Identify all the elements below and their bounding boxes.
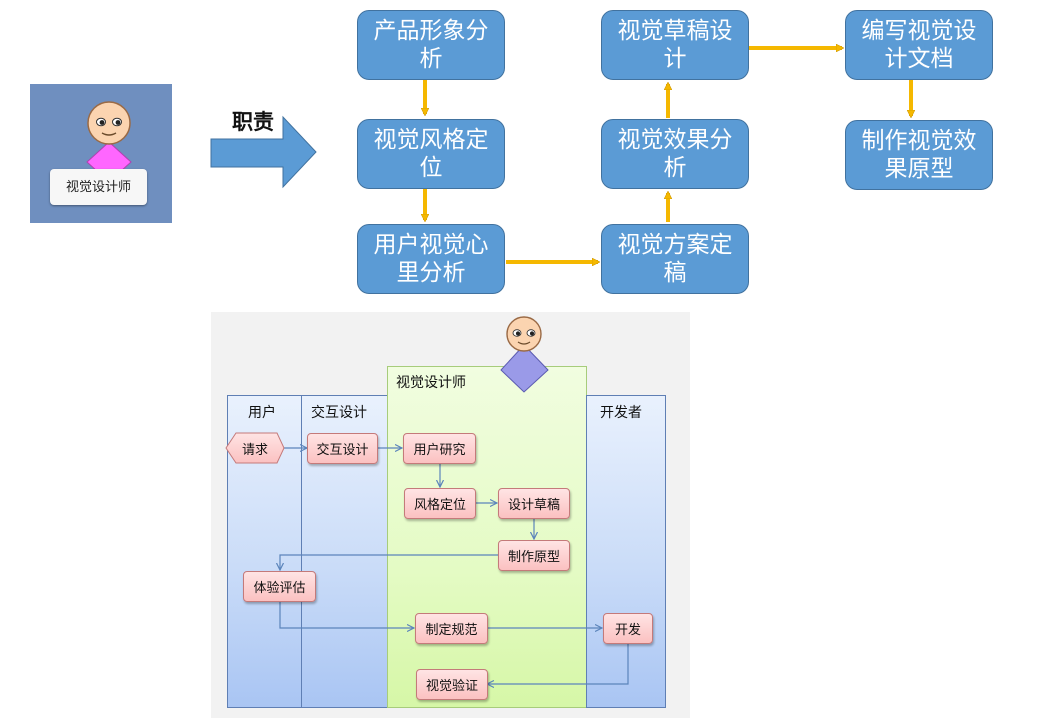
designer-name-label: 视觉设计师 (50, 169, 147, 205)
flow-box-brand-image: 产品形象分析 (357, 10, 505, 80)
node-request: 请求 (241, 442, 268, 458)
node-style-positioning: 风格定位 (404, 488, 476, 519)
flow-box-style-positioning: 视觉风格定位 (357, 119, 505, 189)
node-visual-verify: 视觉验证 (416, 669, 488, 700)
node-user-research: 用户研究 (403, 433, 476, 464)
node-design-draft: 设计草稿 (498, 488, 570, 519)
flow-box-user-psychology: 用户视觉心里分析 (357, 224, 505, 294)
lane-title-interaction: 交互设计 (311, 405, 367, 421)
lane-title-visual: 视觉设计师 (396, 375, 466, 391)
responsibility-label: 职责 (232, 109, 274, 134)
lane-title-user: 用户 (248, 405, 276, 421)
flow-box-draft-design: 视觉草稿设计 (601, 10, 749, 80)
lane-visual (387, 366, 587, 708)
designer-card: 视觉设计师 (30, 84, 172, 223)
flow-box-effect-analysis: 视觉效果分析 (601, 119, 749, 189)
node-experience-eval: 体验评估 (243, 571, 316, 602)
node-make-prototype: 制作原型 (498, 540, 570, 571)
node-develop: 开发 (603, 613, 653, 644)
lane-developer (586, 395, 666, 708)
lane-title-developer: 开发者 (600, 405, 642, 421)
flow-box-plan-finalize: 视觉方案定稿 (601, 224, 749, 294)
flow-box-write-docs: 编写视觉设计文档 (845, 10, 993, 80)
flow-box-make-prototype: 制作视觉效果原型 (845, 120, 993, 190)
node-interaction-design: 交互设计 (307, 433, 378, 464)
node-define-spec: 制定规范 (415, 613, 488, 644)
